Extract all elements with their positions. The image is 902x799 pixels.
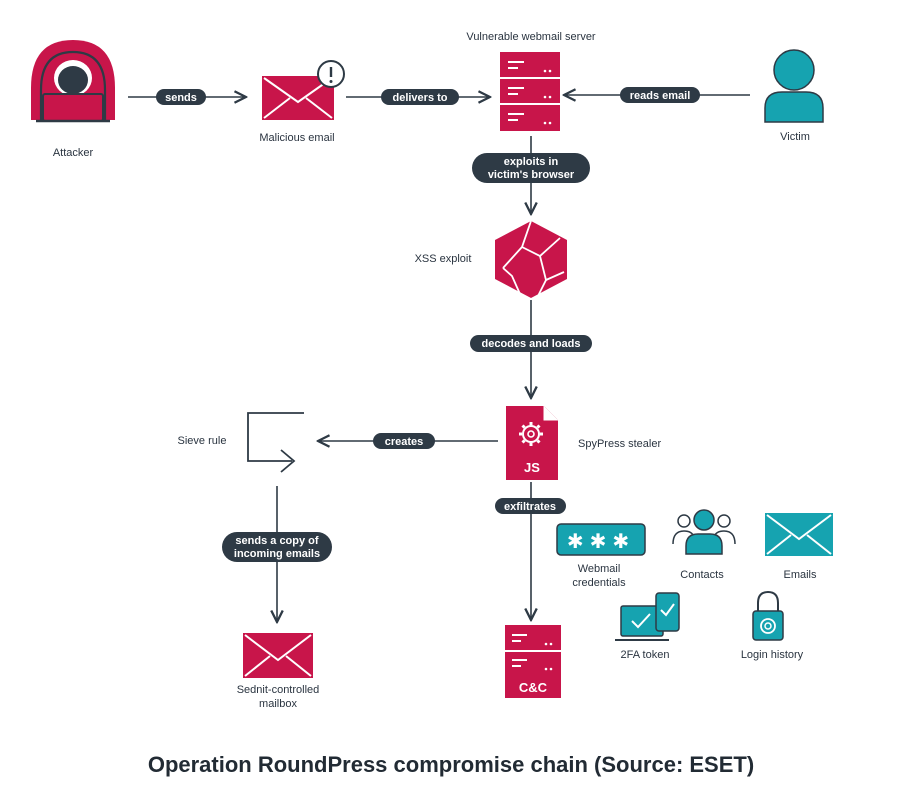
svg-text:✱✱✱: ✱✱✱: [567, 529, 635, 553]
pill-exfiltrates-text: exfiltrates: [504, 501, 556, 513]
pill-exploits-line1: exploits in: [504, 156, 559, 168]
pill-sends-text: sends: [165, 92, 197, 104]
js-text: JS: [524, 460, 540, 475]
person-icon: [764, 49, 824, 123]
hooded-attacker-icon: [31, 40, 115, 123]
pill-creates: creates: [373, 433, 435, 449]
pill-decodes-text: decodes and loads: [481, 338, 580, 350]
webmail-label-line2: credentials: [572, 577, 626, 589]
webmail-label-line1: Webmail: [578, 563, 621, 575]
xss-label: XSS exploit: [415, 253, 472, 265]
js-file-gear-icon: JS: [506, 406, 558, 480]
pill-creates-text: creates: [385, 436, 424, 448]
pill-exploits-line2: victim's browser: [488, 169, 575, 181]
mailbox-label-line2: mailbox: [259, 698, 297, 710]
cnc-server-icon: C&C: [505, 625, 561, 698]
attack-chain-diagram: sends delivers to reads email exploits i…: [31, 31, 833, 710]
emails-label: Emails: [783, 569, 817, 581]
login-history-label: Login history: [741, 649, 804, 661]
pill-copy-line2: incoming emails: [234, 548, 320, 560]
devices-check-icon: [615, 592, 680, 641]
pill-reads-email: reads email: [620, 87, 700, 103]
sieve-label: Sieve rule: [178, 435, 227, 447]
server-label: Vulnerable webmail server: [466, 31, 596, 43]
malicious-email-label: Malicious email: [259, 132, 334, 144]
pill-decodes: decodes and loads: [470, 335, 592, 352]
pill-sends-copy: sends a copy of incoming emails: [222, 532, 332, 562]
envelope-alert-icon: [262, 60, 345, 120]
pill-delivers-text: delivers to: [392, 92, 447, 104]
emails-envelope-icon: [765, 513, 833, 556]
victim-label: Victim: [780, 131, 810, 143]
cnc-text: C&C: [519, 680, 548, 695]
spypress-label: SpyPress stealer: [578, 438, 661, 450]
sieve-arrow-icon: [247, 412, 304, 473]
twofa-label: 2FA token: [621, 649, 670, 661]
pill-copy-line1: sends a copy of: [235, 535, 318, 547]
pill-exploits: exploits in victim's browser: [472, 153, 590, 183]
contacts-label: Contacts: [680, 569, 724, 581]
password-icon: ✱✱✱: [556, 523, 646, 556]
pill-exfiltrates: exfiltrates: [495, 498, 566, 514]
mailbox-label-line1: Sednit-controlled: [237, 684, 320, 696]
server-icon: [500, 52, 560, 131]
pill-delivers-to: delivers to: [381, 89, 459, 105]
pill-sends: sends: [156, 89, 206, 105]
pill-reads-text: reads email: [630, 90, 691, 102]
envelope-icon: [243, 633, 313, 678]
attacker-label: Attacker: [53, 147, 94, 159]
figure-caption: Operation RoundPress compromise chain (S…: [147, 752, 755, 777]
contacts-icon: [672, 509, 736, 555]
xss-hexagon-icon: [495, 220, 567, 298]
padlock-icon: [752, 590, 784, 641]
